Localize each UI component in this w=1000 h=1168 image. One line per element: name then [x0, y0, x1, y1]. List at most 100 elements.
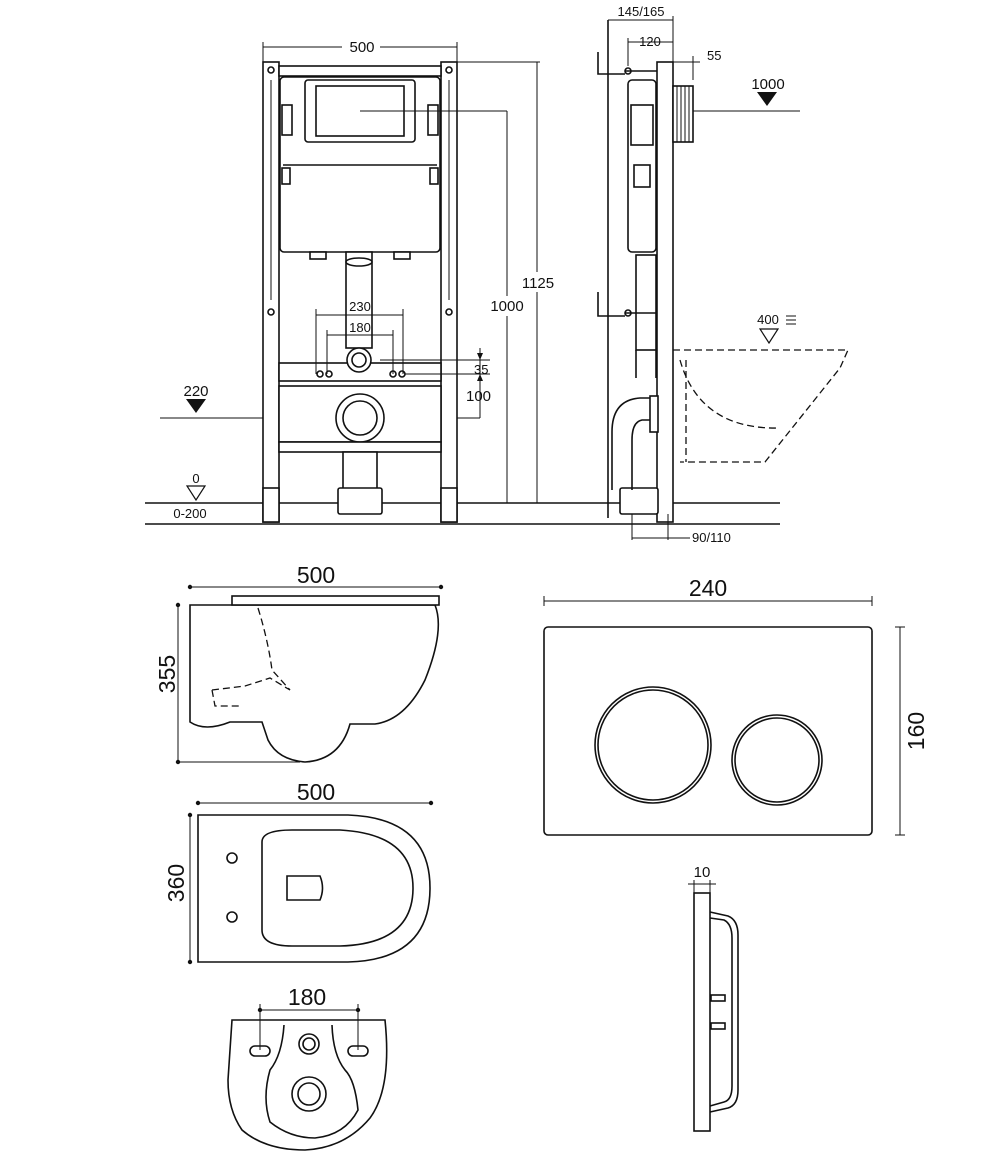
dim-dot: [195, 800, 201, 806]
frame-bolt: [445, 66, 453, 74]
dim-label-bg: [518, 272, 558, 292]
frame-side-view: 90/110 145/165 120 55 1000 400: [597, 4, 850, 545]
bowl-side-width: 500: [297, 562, 335, 588]
flush-plate-height: 160: [903, 712, 929, 750]
bowl-fix-hole: [226, 911, 238, 923]
bowl-top-outline: [197, 814, 431, 963]
flush-plate-side-outline: [693, 892, 711, 1132]
cistern-clip-left: [281, 104, 293, 136]
cistern-tab: [393, 251, 411, 260]
frame-lower-bar: [278, 441, 442, 453]
side-frame-profile: [656, 61, 674, 523]
bowl-trap-dashed: [257, 607, 291, 691]
bowl-drain-outlet-inner: [297, 1082, 321, 1106]
dim-label-bg: [342, 35, 380, 55]
dim-35: 35: [474, 362, 488, 377]
dim-180: 180: [349, 320, 371, 335]
bowl-flush-inlet: [298, 1033, 320, 1055]
dim-dot: [175, 602, 181, 608]
dim-dot: [257, 1007, 263, 1013]
level-400: 400: [757, 312, 779, 327]
bowl-outline-dashed: [673, 349, 850, 463]
bolt-hole: [316, 370, 324, 378]
dim-height-1125: 1125: [522, 275, 554, 292]
flush-plate-front-view: 240 160: [543, 575, 929, 836]
flush-button-large: [594, 686, 712, 804]
wall-anchor-top: [597, 52, 625, 75]
level-0-200: 0-200: [173, 506, 206, 521]
cistern-clip-left-lower: [281, 167, 291, 185]
dim-120: 120: [639, 34, 661, 49]
bowl-top-width: 360: [163, 864, 189, 902]
anchor-nut: [624, 67, 632, 75]
bolt-hole: [325, 370, 333, 378]
frame-bolt: [267, 66, 275, 74]
dim-dot: [187, 584, 193, 590]
level-marker-open: [185, 485, 207, 502]
frame-front-view: 500 1125 1000 230 180 35 100 220 0: [145, 35, 780, 525]
dim-dot: [187, 812, 193, 818]
frame-foot-right: [440, 487, 458, 523]
anchor-nut: [624, 309, 632, 317]
bowl-top-view: 500 360: [163, 779, 434, 965]
bowl-side-height: 355: [154, 655, 180, 693]
drain-pipe: [342, 451, 378, 491]
drain-pipe-end: [337, 487, 383, 515]
frame-foot-left: [262, 487, 280, 523]
flush-plate-clip: [710, 1022, 726, 1030]
dim-label-bg: [487, 296, 527, 316]
level-marker-filled: [186, 399, 206, 413]
flush-button-large-inner: [597, 689, 709, 801]
bowl-side-view: 500 355: [154, 562, 444, 765]
bowl-outlet-dashed: [211, 677, 291, 707]
flush-outlet-inner: [351, 352, 367, 368]
level-220: 220: [183, 383, 208, 400]
flush-plate-width: 240: [689, 575, 727, 601]
dim-90-110: 90/110: [692, 530, 731, 545]
bowl-seat-outline: [261, 829, 414, 947]
cistern-clip-right-lower: [429, 167, 439, 185]
dim-230: 230: [349, 299, 371, 314]
cistern-tab: [309, 251, 327, 260]
bowl-flush-inlet-inner: [302, 1037, 316, 1051]
drain-elbow-inner: [631, 419, 650, 490]
side-flush-connector: [672, 85, 694, 143]
dim-dot: [438, 584, 444, 590]
wall-anchor-bottom: [597, 292, 625, 317]
frame-top-bar: [278, 65, 442, 77]
bowl-side-outline: [189, 604, 440, 763]
dim-dot: [187, 959, 193, 965]
dim-width-500: 500: [349, 39, 374, 56]
dim-dot: [428, 800, 434, 806]
flush-pipe-joint: [345, 257, 373, 267]
side-drain-end: [619, 487, 659, 515]
flush-plate-side-view: 10: [688, 864, 739, 1132]
bowl-hinge: [286, 875, 324, 901]
bowl-fix-hole: [226, 852, 238, 864]
flush-plate-side-back-inner: [709, 917, 733, 1107]
flush-button-small: [731, 714, 823, 806]
bowl-back-bolt-spacing: 180: [288, 984, 326, 1010]
dim-145-165: 145/165: [618, 4, 665, 19]
flush-plate-clip: [710, 994, 726, 1002]
dim-55: 55: [707, 48, 721, 63]
bowl-back-outline: [227, 1019, 388, 1151]
bowl-inner-dashed: [679, 359, 781, 429]
side-flush-pipe: [635, 254, 657, 351]
arrow: [477, 374, 483, 381]
level-0: 0: [192, 471, 199, 486]
drain-collar: [649, 395, 659, 433]
arrow: [477, 353, 483, 360]
frame-bolt: [267, 308, 275, 316]
bowl-back-inner: [265, 1024, 359, 1139]
drain-elbow-outer: [611, 397, 650, 490]
dim-100: 100: [466, 388, 491, 405]
bowl-back-view: 180: [227, 984, 388, 1151]
dim-dot: [355, 1007, 361, 1013]
frame-bolt: [445, 308, 453, 316]
dim-height-1000: 1000: [490, 298, 523, 315]
bowl-drain-outlet: [291, 1076, 327, 1112]
drain-outlet-inner: [342, 400, 378, 436]
cistern-clip-right: [427, 104, 439, 136]
